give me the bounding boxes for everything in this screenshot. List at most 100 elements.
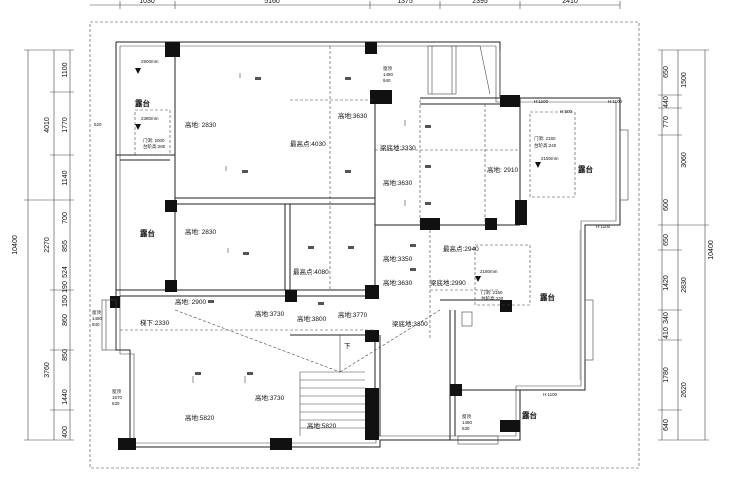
note-2380mm: 2380mm: [141, 116, 159, 121]
h-500: H:500: [560, 109, 573, 114]
win-c-label: 窗顶: [112, 388, 121, 395]
dim-left-1: 1100: [62, 62, 69, 77]
win-c-val: 1670: [112, 395, 123, 400]
dim-right-1: 650: [663, 66, 670, 78]
dim-left-6: 700: [62, 212, 69, 224]
dim-left-15: 400: [62, 426, 69, 438]
height-3730-a: 高地:3730: [255, 309, 285, 318]
balcony-s: 露台: [522, 410, 537, 420]
balcony-e: 露台: [578, 164, 593, 174]
fixture-icon: [410, 244, 416, 247]
height-3630-b: 高地:3630: [383, 178, 413, 187]
dim-right-14: 640: [663, 419, 670, 431]
max-2940: 最高点:2940: [443, 244, 479, 253]
dim-right-6: 600: [663, 199, 670, 211]
dim-right-9: 1420: [663, 275, 670, 291]
sill-230: 台阶高:230: [481, 295, 504, 302]
dim-right-10: 340: [663, 312, 670, 324]
fixture-icon: [404, 120, 431, 128]
left-520: 520: [94, 122, 102, 127]
balcony-w: 露台: [140, 228, 155, 238]
fixture-icon: [225, 166, 248, 173]
stair-under-2330: 梯下:2330: [140, 318, 170, 327]
dim-top-2: 5160: [264, 0, 280, 5]
windows: [101, 45, 629, 445]
stair-down: 下: [344, 342, 351, 350]
dim-right-3: 440: [663, 96, 670, 108]
win-a-val2: 940: [383, 78, 391, 83]
note-2180mm: 2180mm: [480, 269, 498, 274]
win-a-label: 窗顶: [383, 65, 392, 72]
dim-left-11: 860: [62, 314, 69, 326]
dim-top-1: 1030: [139, 0, 155, 5]
sill-280: 台阶高:280: [143, 143, 166, 150]
dim-top-4: 2395: [472, 0, 488, 5]
annotations: 2900mm 2380mm 门洞: 2000 台阶高:280 520 门洞: 2…: [92, 59, 623, 431]
height-5820-b: 高地:5820: [307, 421, 337, 430]
fixture-icon: [318, 302, 324, 305]
balcony-nw: 露台: [135, 98, 150, 108]
fixture-icon: [244, 372, 253, 383]
dim-left-10: 150: [62, 295, 69, 307]
door-2000: 门洞: 2000: [143, 137, 165, 144]
dim-left-12: 3760: [44, 362, 51, 378]
dim-left-3: 1770: [62, 117, 69, 133]
fixture-icon: [348, 246, 354, 249]
h-1100-b: H:1100: [608, 99, 623, 104]
h-1100-a: H:1100: [534, 99, 549, 104]
beam-2990: 梁底地:2990: [430, 278, 466, 287]
right-dimension-lines: 650 1500 440 770 3060 600 650 10400 2830…: [658, 49, 715, 441]
height-2830-b: 高地: 2830: [185, 227, 216, 236]
dim-right-7: 650: [663, 234, 670, 246]
win-b-val2: 940: [92, 322, 100, 327]
room-labels: 露台 露台 露台 露台 露台 高地: 2830 高地: 2830 最高点:403…: [135, 98, 593, 430]
fixture-icon: [208, 300, 214, 303]
dim-top-3: 1375: [397, 0, 413, 5]
dim-right-8: 2830: [681, 277, 688, 293]
wall-hatching: [499, 50, 581, 380]
win-d-val2: 630: [462, 426, 470, 431]
fixture-icon: [425, 165, 431, 168]
win-b-val: 1480: [92, 316, 103, 321]
max-4080: 最高点:4080: [293, 267, 329, 276]
fixture-icon: [345, 170, 351, 173]
columns: [110, 42, 527, 450]
dim-right-12: 1780: [663, 367, 670, 383]
dim-left-9: 190: [62, 281, 69, 293]
beam-3300: 梁底地:3300: [392, 319, 428, 328]
height-2910: 高地: 2910: [487, 165, 518, 174]
note-2900mm: 2900mm: [141, 59, 159, 64]
height-3350: 高地:3350: [383, 254, 413, 263]
beam-3330: 梁底地:3330: [380, 143, 416, 152]
dim-left-7: 855: [62, 240, 69, 252]
note-2150mm: 2150mm: [541, 156, 559, 161]
staircase: [299, 311, 473, 436]
height-3800: 高地:3800: [297, 314, 327, 323]
height-3770: 高地:3770: [338, 310, 368, 319]
balcony-se: 露台: [540, 292, 555, 302]
dim-right-2: 1500: [681, 72, 688, 88]
door-2150: 门洞: 2150: [481, 289, 503, 296]
fixture-icon: [239, 73, 261, 80]
beam-lines: [120, 46, 576, 373]
max-4030: 最高点:4030: [290, 139, 326, 148]
dim-left-5: 2270: [44, 237, 51, 253]
dim-left-8: 524: [62, 266, 69, 278]
dim-right-13: 2620: [681, 382, 688, 398]
height-3730-b: 高地:3730: [255, 393, 285, 402]
fixture-icon: [227, 248, 249, 255]
fixture-icon: [345, 77, 351, 80]
height-3630-c: 高地:3630: [383, 278, 413, 287]
dim-right-11: 410: [663, 327, 670, 339]
height-2830-a: 高地: 2830: [185, 120, 216, 129]
height-2900: 高地: 2900: [175, 297, 206, 306]
dim-left-13: 850: [62, 349, 69, 361]
win-d-label: 窗顶: [462, 413, 471, 420]
light-fixtures: [192, 73, 431, 383]
sill-240: 台阶高:240: [534, 142, 557, 149]
left-dimension-lines: 1100 4010 1770 1140 10400 2270 700 855 5…: [12, 49, 74, 441]
dim-right-5: 3060: [681, 152, 688, 168]
win-d-val: 1480: [462, 420, 473, 425]
dim-left-2: 4010: [44, 117, 51, 133]
fixture-icon: [308, 246, 314, 249]
